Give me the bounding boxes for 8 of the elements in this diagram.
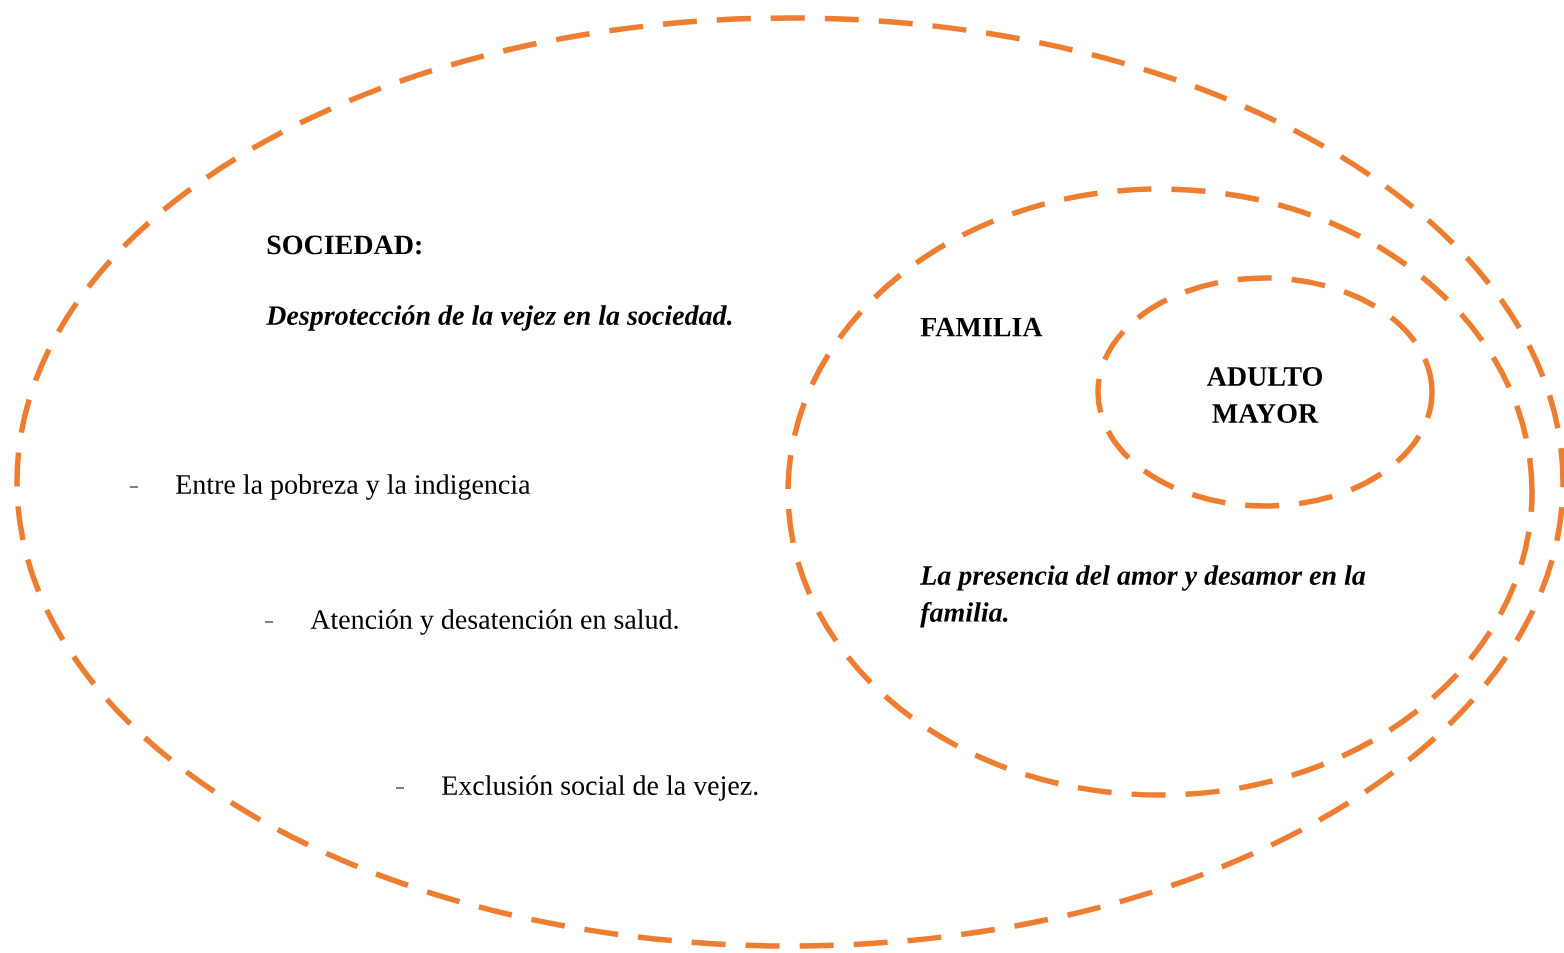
heading: ADULTO MAYOR [1206, 367, 1322, 423]
italic-text: La presencia del amor y desamor en la familia. [920, 565, 1366, 628]
bullet-item: Entre la pobreza y la indigencia [129, 474, 531, 500]
italic-text: Desprotección de la vejez en la sociedad. [266, 305, 732, 331]
bullet-item: Exclusión social de la vejez. [395, 775, 758, 801]
bullet-item: Atención y desatención en salud. [264, 609, 678, 635]
heading: SOCIEDAD: [267, 235, 421, 255]
heading: FAMILIA [920, 317, 1043, 337]
